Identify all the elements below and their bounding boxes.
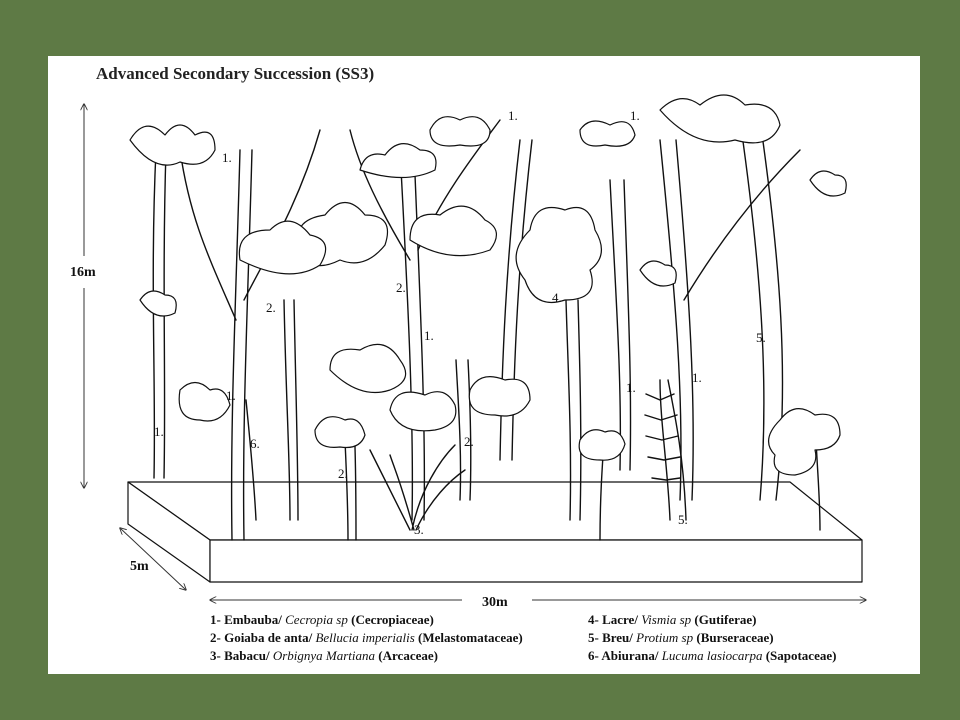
width-label: 30m [482, 595, 508, 610]
tree-label: 2. [396, 280, 406, 295]
tree-label: 1. [630, 108, 640, 123]
legend-item-2: 2- Goiaba de anta/ Bellucia imperialis (… [210, 630, 523, 645]
forest-diagram: 16m 5m 30m [70, 94, 920, 610]
tree-label: 1. [226, 388, 236, 403]
ground-slab [127, 481, 863, 583]
tree-label: 1. [626, 380, 636, 395]
legend-item-4: 4- Lacre/ Vismia sp (Gutiferae) [588, 612, 757, 627]
legend-item-1: 1- Embauba/ Cecropia sp (Cecropiaceae) [210, 612, 434, 627]
tree-label: 1. [508, 108, 518, 123]
height-label: 16m [70, 265, 96, 280]
tree-illustrations [129, 94, 847, 541]
legend-item-6: 6- Abiurana/ Lucuma lasiocarpa (Sapotace… [588, 648, 837, 663]
tree-label: 1. [154, 424, 164, 439]
tree-label: 1. [424, 328, 434, 343]
tree-label: 3. [414, 522, 424, 537]
legend-item-3: 3- Babacu/ Orbignya Martiana (Arcaceae) [210, 648, 438, 663]
diagram-title: Advanced Secondary Succession (SS3) [96, 64, 375, 83]
legend-item-5: 5- Breu/ Protium sp (Burseraceae) [588, 630, 774, 645]
tree-label: 4. [552, 290, 562, 305]
tree-label: 2. [338, 466, 348, 481]
tree-label: 6. [250, 436, 260, 451]
tree-labels: 1. 1. 1. 1. 1. 1. 1. 1. 1. 2. 2. 2. 2. 3… [154, 108, 766, 537]
tree-label: 1. [222, 150, 232, 165]
depth-dimension-arrow [120, 528, 186, 590]
tree-label: 2. [266, 300, 276, 315]
tree-label: 5. [678, 512, 688, 527]
tree-label: 5. [756, 330, 766, 345]
tree-label: 1. [692, 370, 702, 385]
tree-label: 2. [464, 434, 474, 449]
depth-label: 5m [130, 559, 149, 574]
